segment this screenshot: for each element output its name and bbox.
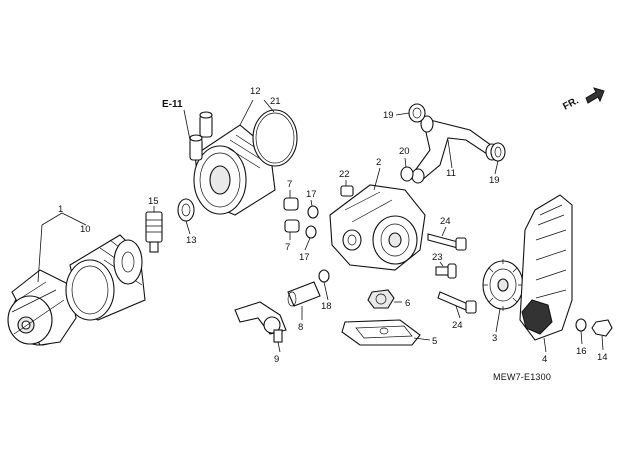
bolt-23 — [435, 263, 457, 279]
callout-13: 13 — [186, 235, 197, 246]
washer-16 — [575, 318, 587, 332]
o-ring-18 — [318, 269, 330, 283]
leader-lines — [37, 99, 604, 353]
callout-14: 14 — [597, 352, 608, 363]
dowel-pins-and-o-rings — [283, 197, 319, 239]
diagram-code: MEW7-E1300 — [493, 372, 551, 382]
oil-pressure-switch — [145, 211, 163, 253]
callout-15: 15 — [148, 196, 159, 207]
callout-16: 16 — [576, 346, 587, 357]
o-ring-19-upper — [408, 103, 426, 123]
callout-e11: E-11 — [162, 99, 183, 110]
callout-9: 9 — [274, 354, 279, 365]
callout-7-lower: 7 — [285, 242, 290, 253]
callout-19-upper: 19 — [383, 110, 394, 121]
callout-7-upper: 7 — [287, 179, 292, 190]
callout-12: 12 — [250, 86, 261, 97]
callout-17-lower: 17 — [299, 252, 310, 263]
callout-4: 4 — [542, 354, 547, 365]
callout-10: 10 — [80, 224, 91, 235]
callout-8: 8 — [298, 322, 303, 333]
oil-filter-cap — [7, 269, 77, 346]
callout-17-upper: 17 — [306, 189, 317, 200]
callout-1: 1 — [58, 204, 63, 215]
bolt-24-lower — [437, 291, 477, 314]
callout-labels: 1 10 15 13 E-11 12 21 7 17 7 17 22 2 19 … — [58, 86, 608, 365]
callout-2: 2 — [376, 157, 381, 168]
callout-5: 5 — [432, 336, 437, 347]
oil-filter — [65, 234, 146, 321]
oil-pump-driven-sprocket — [482, 259, 524, 311]
callout-24-lower: 24 — [452, 320, 463, 331]
oil-hose-9 — [234, 301, 287, 343]
callout-11: 11 — [446, 168, 456, 179]
callout-23: 23 — [432, 252, 443, 263]
nut-6 — [367, 289, 395, 309]
bolt-14 — [591, 319, 613, 337]
front-direction-arrow — [585, 87, 605, 104]
o-ring-19-lower — [490, 142, 506, 162]
callout-3: 3 — [492, 333, 497, 344]
callout-6: 6 — [405, 298, 410, 309]
oil-strainer — [341, 319, 421, 346]
o-ring-21 — [252, 109, 298, 167]
oil-pump-drive-chain — [519, 194, 573, 341]
o-ring-20 — [400, 166, 414, 182]
callout-24-upper: 24 — [440, 216, 451, 227]
callout-18: 18 — [321, 301, 332, 312]
oil-pump — [329, 184, 426, 271]
sealing-washer-13 — [177, 198, 195, 222]
callout-21: 21 — [270, 96, 281, 107]
callout-22: 22 — [339, 169, 350, 180]
callout-19-lower: 19 — [489, 175, 500, 186]
callout-20: 20 — [399, 146, 410, 157]
collar-22 — [340, 185, 354, 197]
front-direction-label: FR. — [561, 95, 581, 112]
union-8 — [287, 281, 321, 307]
bolt-24-upper — [427, 233, 467, 251]
